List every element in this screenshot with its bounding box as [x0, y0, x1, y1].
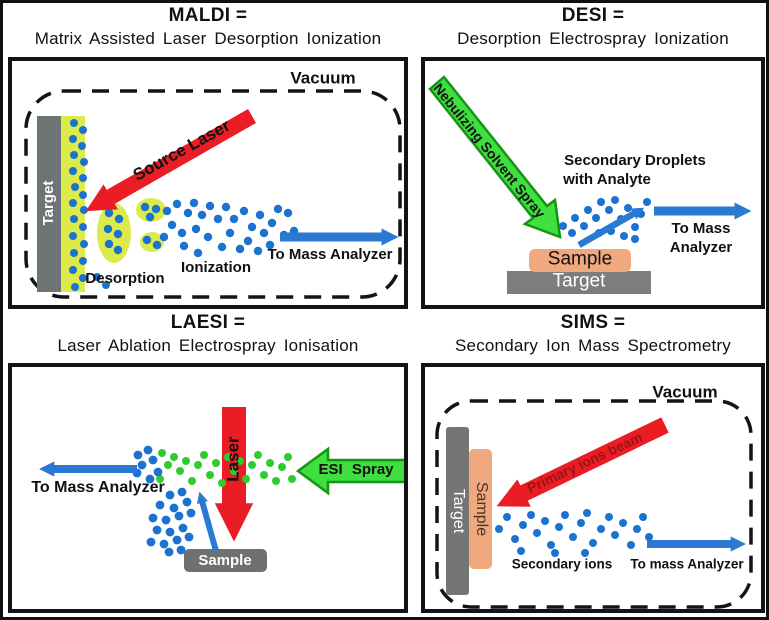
- target-label: Target: [449, 488, 467, 534]
- sample-block: [529, 249, 631, 272]
- maldi-subtitle: Matrix Assisted Laser Desorption Ionizat…: [34, 28, 382, 48]
- laesi-subtitle: Laser Ablation Electrospray Ionisation: [57, 335, 359, 355]
- sims-title: SIMS =: [560, 312, 626, 333]
- sims-diagram: [435, 399, 753, 609]
- to-mass-label-2: Analyzer: [669, 238, 733, 256]
- to-mass-analyzer-label: To mass Analyzer: [630, 556, 744, 572]
- desorption-clusters: [97, 198, 166, 263]
- secondary-droplets-label-1: Secondary Droplets: [564, 151, 706, 169]
- desi-title: DESI =: [561, 5, 625, 26]
- sims-panel: Vacuum Target Sample Primary ions beam S…: [421, 363, 765, 613]
- desorption-label: Desorption: [85, 269, 165, 287]
- nebulizing-spray-arrow: [428, 75, 562, 239]
- sample-block: [184, 549, 267, 572]
- laesi-header: LAESI = Laser Ablation Electrospray Ioni…: [8, 312, 408, 355]
- secondary-droplet-dots: [559, 196, 651, 243]
- esi-spray-dots: [156, 449, 296, 487]
- sims-subtitle: Secondary Ion Mass Spectrometry: [455, 335, 731, 355]
- desi-panel: Nebulizing Solvent Spray Secondary Dropl…: [421, 57, 765, 309]
- ionization-dots: [159, 198, 299, 258]
- to-mass-label-1: To Mass: [671, 219, 731, 237]
- sample-label: Sample: [547, 248, 613, 270]
- esi-spray-arrow: [295, 446, 404, 496]
- primary-ion-beam-arrow: [496, 417, 669, 507]
- maldi-title: MALDI =: [168, 5, 248, 26]
- vacuum-chamber-outline: [24, 89, 402, 299]
- desi-diagram: [428, 75, 752, 294]
- sample-label: Sample: [472, 481, 490, 537]
- ablation-plume-dots: [132, 445, 196, 557]
- source-laser-arrow: [85, 109, 256, 212]
- ionization-label: Ionization: [181, 258, 251, 276]
- target-plate: [446, 427, 469, 595]
- secondary-ion-dots: [495, 509, 653, 557]
- target-label: Target: [552, 270, 606, 292]
- sample-label: Sample: [198, 551, 252, 569]
- laesi-title: LAESI =: [170, 312, 246, 333]
- maldi-header: MALDI = Matrix Assisted Laser Desorption…: [8, 5, 408, 48]
- to-mass-analyzer-label: To Mass Analyzer: [267, 245, 393, 263]
- vacuum-chamber-outline: [435, 399, 753, 609]
- secondary-droplets-label-2: with Analyte: [563, 170, 651, 188]
- target-plate: [37, 116, 61, 292]
- secondary-droplets-arrow: [577, 207, 645, 248]
- maldi-panel: Vacuum Target Source Laser Desorption Io…: [8, 57, 408, 309]
- target-label: Target: [39, 180, 57, 226]
- sample-bar: [469, 449, 492, 569]
- desi-subtitle: Desorption Electrospray Ionization: [457, 28, 729, 48]
- secondary-ions-label: Secondary ions: [511, 556, 613, 572]
- vacuum-label: Vacuum: [290, 68, 356, 88]
- desi-header: DESI = Desorption Electrospray Ionizatio…: [421, 5, 765, 48]
- vacuum-label: Vacuum: [652, 382, 718, 402]
- matrix-analyte-dots: [69, 119, 110, 291]
- laesi-diagram: [39, 407, 404, 572]
- maldi-diagram: [24, 89, 402, 299]
- laesi-panel: Laser ESI Spray To Mass Analyzer Sample: [8, 363, 408, 613]
- target-block: [507, 271, 651, 294]
- sims-header: SIMS = Secondary Ion Mass Spectrometry: [421, 312, 765, 355]
- laser-label: Laser: [223, 436, 243, 482]
- plume-arrow: [196, 491, 219, 552]
- esi-spray-label: ESI Spray: [318, 460, 394, 478]
- to-mass-analyzer-label: To Mass Analyzer: [31, 479, 165, 497]
